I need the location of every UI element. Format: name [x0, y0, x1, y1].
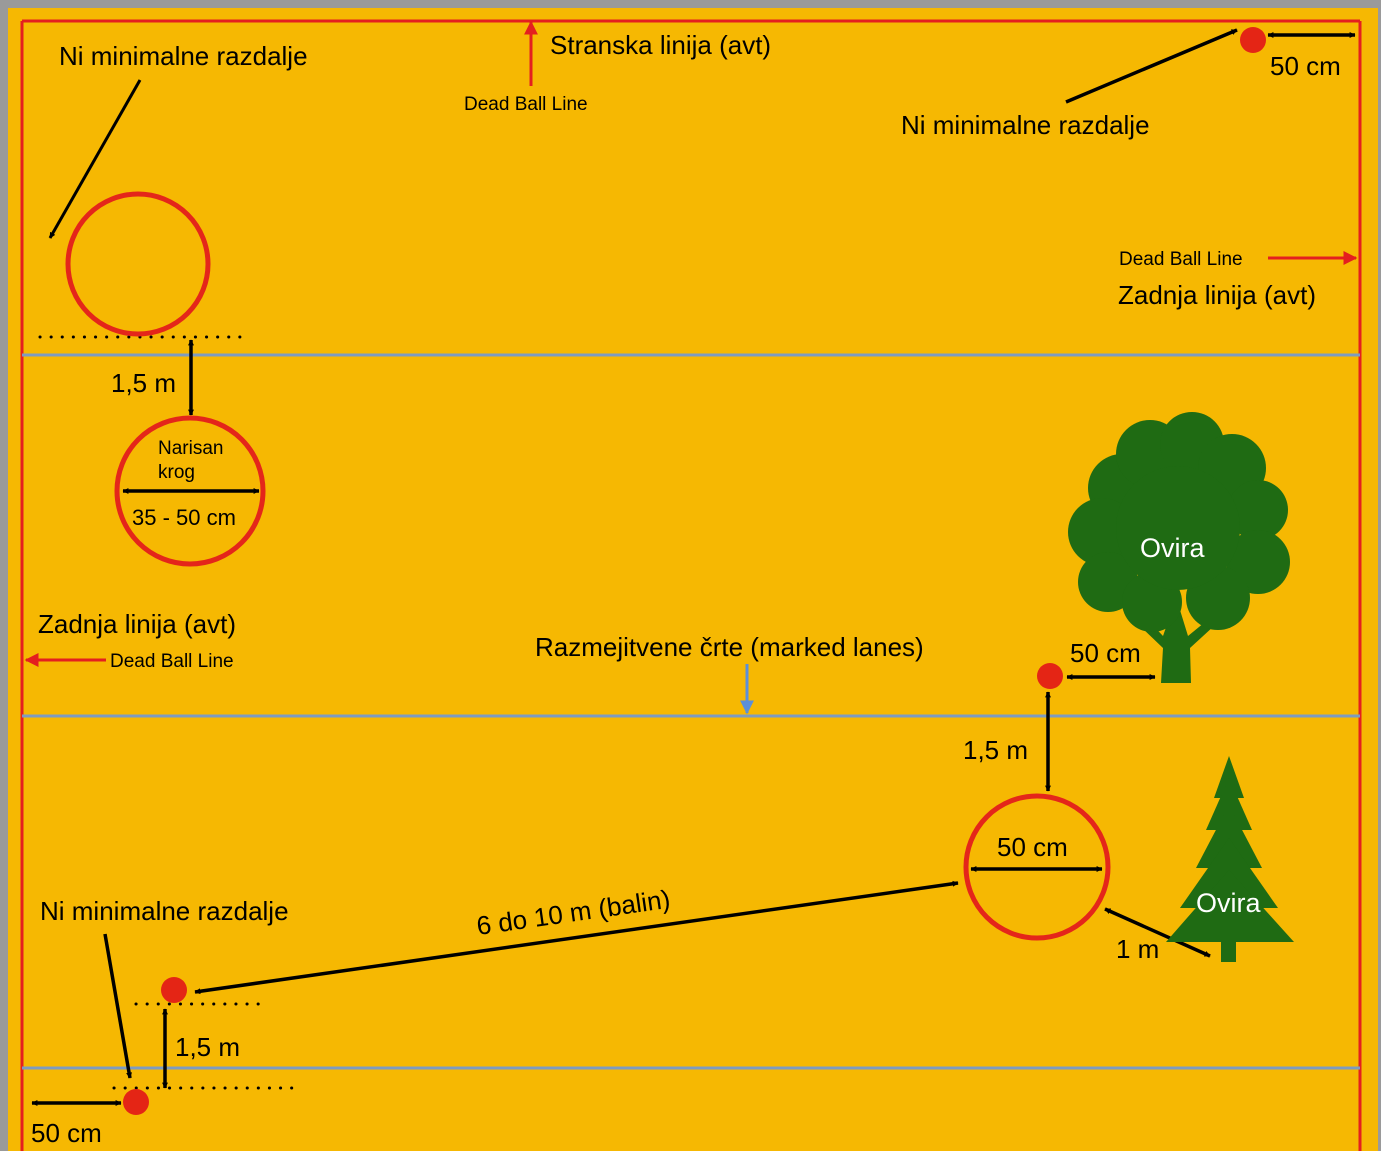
- label-dead-ball-right: Dead Ball Line: [1119, 249, 1243, 270]
- pointer-top-right: [1065, 28, 1238, 104]
- label-circle-size-left: 35 - 50 cm: [132, 505, 236, 530]
- lane-lines: [22, 353, 1360, 1070]
- label-circle-to-tree: 1 m: [1116, 934, 1159, 964]
- label-upper-gap: 1,5 m: [111, 368, 176, 398]
- target-circle-top: [65, 191, 211, 337]
- boundary-lines: [20, 19, 1362, 1151]
- label-marker-to-tree: 50 cm: [1070, 638, 1141, 668]
- label-tree-upper: Ovira: [1140, 533, 1205, 563]
- label-top-right-distance: 50 cm: [1270, 51, 1341, 81]
- marker-bottom-throw: [161, 977, 187, 1003]
- label-narisan: Narisan: [158, 438, 223, 459]
- label-bottom-left-distance: 50 cm: [31, 1118, 102, 1148]
- deciduous-tree-icon: [1068, 412, 1290, 683]
- target-circle-right: [963, 793, 1111, 941]
- label-lower-gap: 1,5 m: [175, 1032, 240, 1062]
- label-lanes: Razmejitvene črte (marked lanes): [535, 632, 924, 662]
- label-dead-ball-top: Dead Ball Line: [464, 94, 588, 115]
- drawn-circle-left: [114, 415, 266, 567]
- pointer-top-left: [48, 79, 142, 239]
- label-no-min-distance-bottom: Ni minimalne razdalje: [40, 896, 289, 926]
- label-circle-size-right: 50 cm: [997, 832, 1068, 862]
- label-tree-lower: Ovira: [1196, 888, 1261, 918]
- black-arrows: [31, 28, 1356, 1106]
- label-dead-ball-left: Dead Ball Line: [110, 651, 234, 672]
- marker-top-right: [1240, 27, 1266, 53]
- dotted-lines: [38, 335, 295, 1090]
- dimension-circle-to-tree: [1104, 907, 1211, 958]
- label-no-min-distance-top-right: Ni minimalne razdalje: [901, 110, 1150, 140]
- label-krog: krog: [158, 462, 195, 483]
- label-back-line-right: Zadnja linija (avt): [1118, 280, 1316, 310]
- label-side-line-top: Stranska linija (avt): [550, 30, 771, 60]
- marker-bottom-corner: [123, 1089, 149, 1115]
- marker-right: [1037, 663, 1063, 689]
- pine-tree-icon: [1166, 756, 1294, 962]
- label-right-gap: 1,5 m: [963, 735, 1028, 765]
- label-no-min-distance-top-left: Ni minimalne razdalje: [59, 41, 308, 71]
- pointer-bottom: [103, 933, 133, 1079]
- label-back-line-left: Zadnja linija (avt): [38, 609, 236, 639]
- dimension-throw: [194, 880, 959, 995]
